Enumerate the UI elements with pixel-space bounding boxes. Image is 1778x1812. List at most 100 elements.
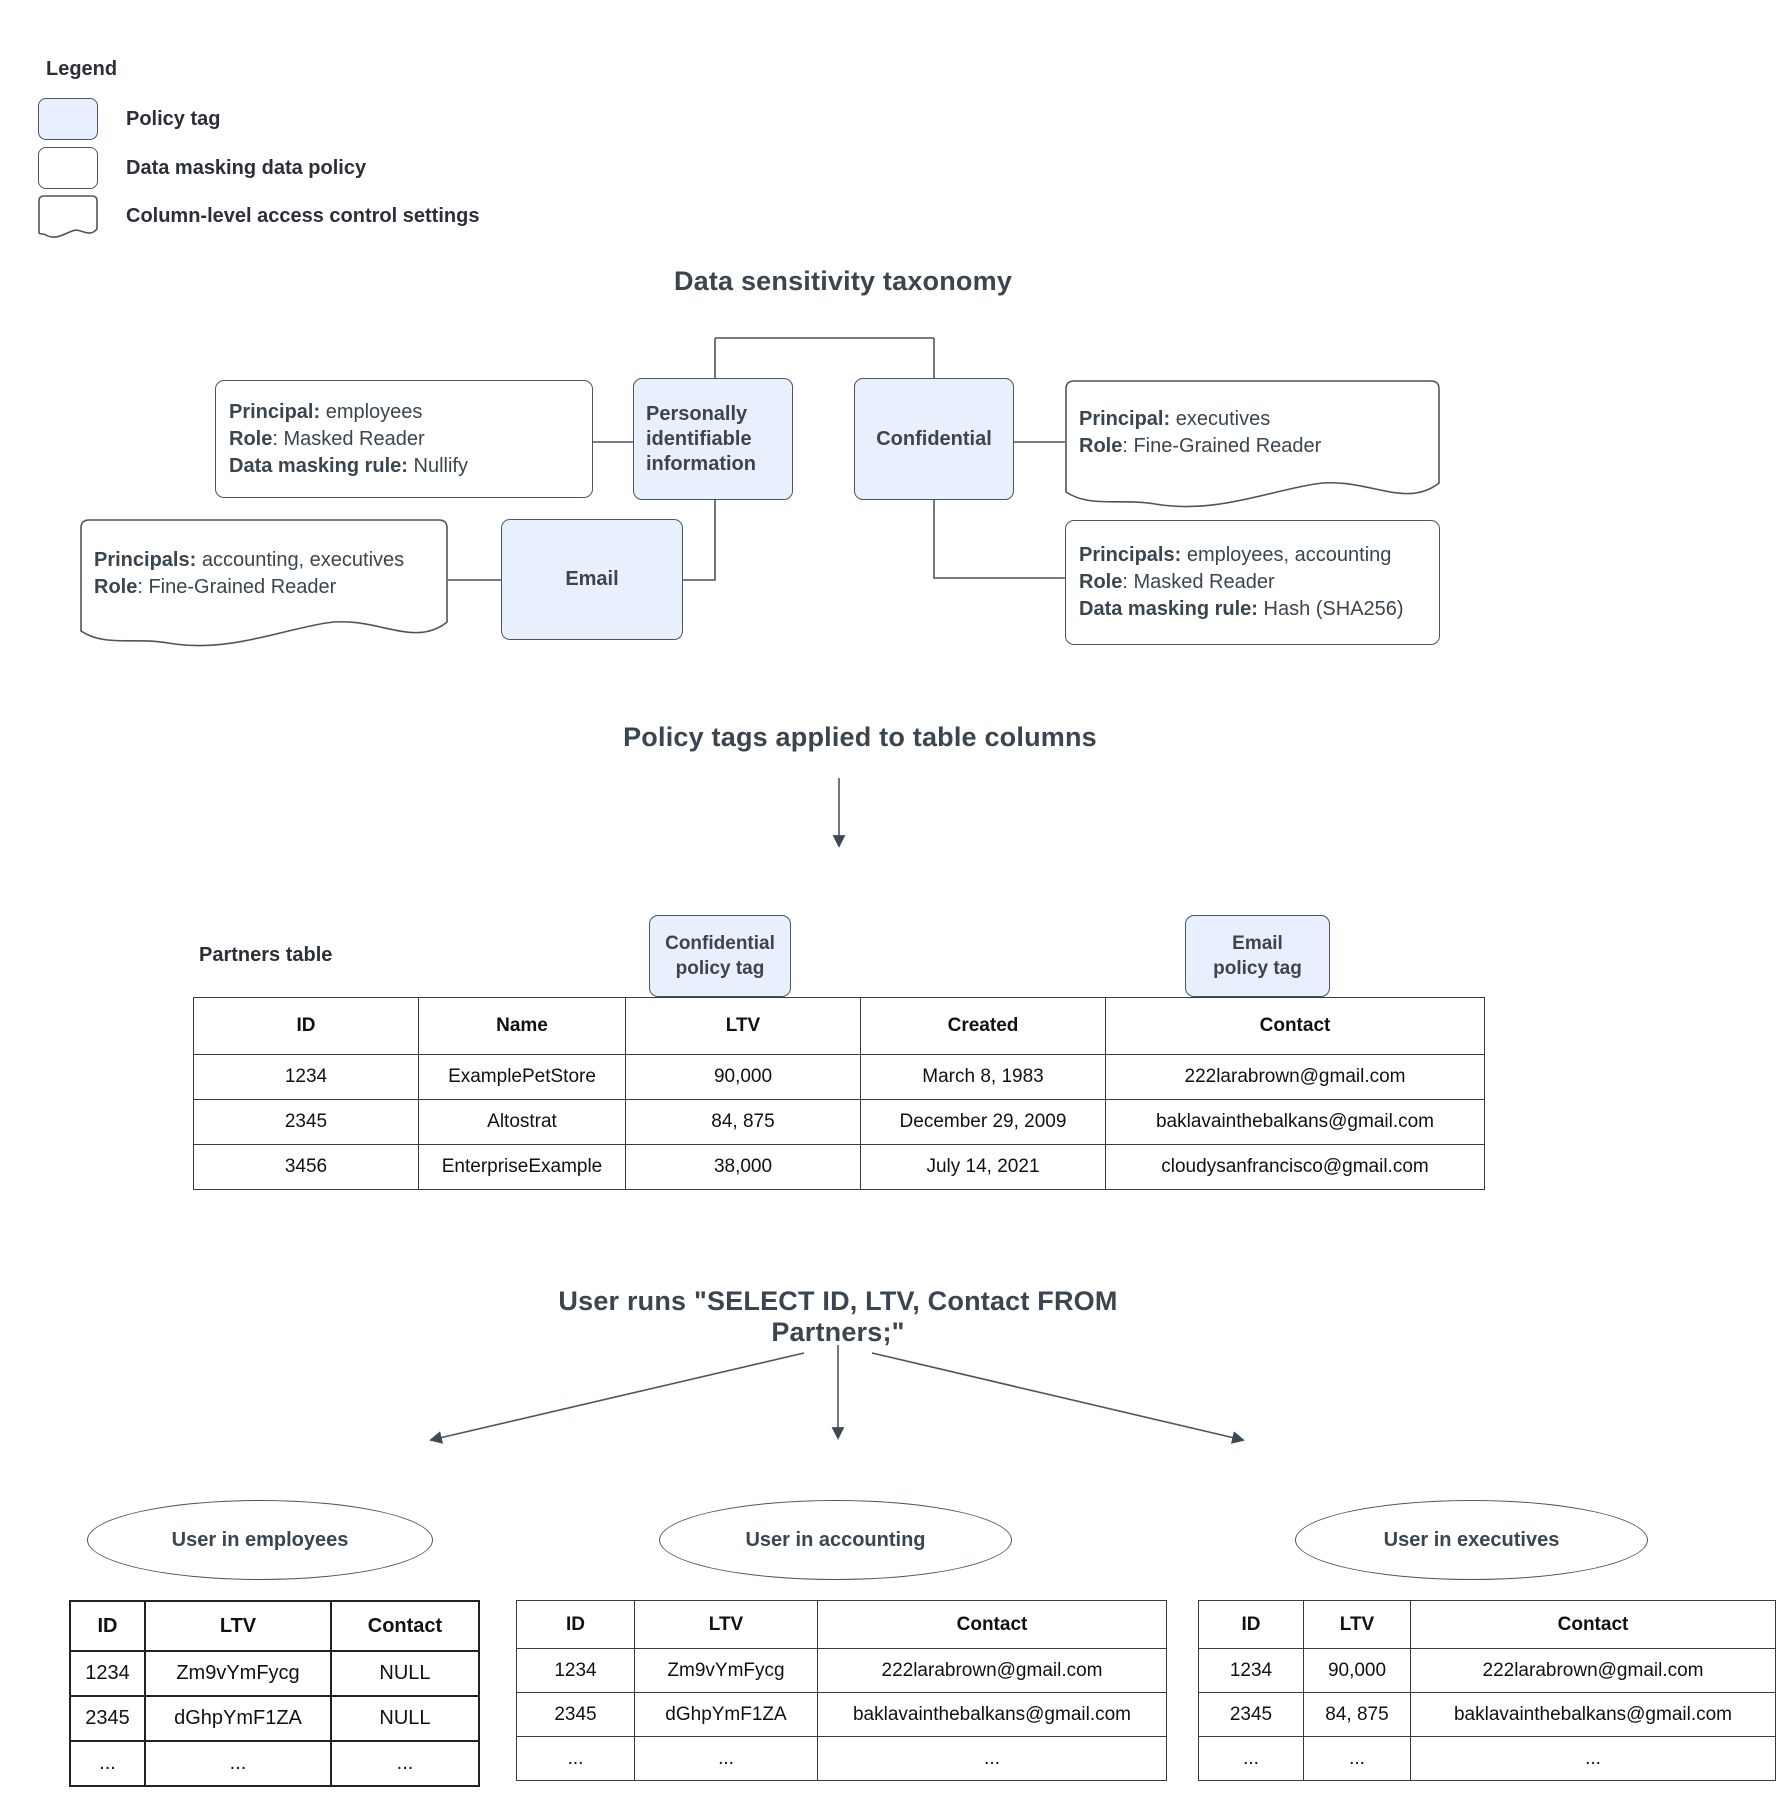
table-cell: 2345 <box>1198 1692 1304 1737</box>
tag-line: Email <box>1232 933 1283 954</box>
table-cell: ... <box>330 1740 480 1787</box>
text-line: Role: Masked Reader <box>229 427 425 450</box>
group-oval-accounting: User in accounting <box>659 1500 1012 1580</box>
text-line: Data masking rule: Nullify <box>229 454 468 477</box>
column-header: Name <box>418 997 626 1055</box>
text-line: Role: Fine-Grained Reader <box>1079 435 1322 457</box>
column-header: Contact <box>1410 1600 1776 1649</box>
column-header: LTV <box>1303 1600 1411 1649</box>
column-header: LTV <box>144 1600 332 1652</box>
text-line: Principal: employees <box>229 400 423 423</box>
policy-tag-pii: Personally identifiable information <box>633 378 793 500</box>
query-title: User runs "SELECT ID, LTV, Contact FROM … <box>558 1286 1118 1347</box>
group-oval-executives: User in executives <box>1295 1500 1648 1580</box>
policy-tags-section-title: Policy tags applied to table columns <box>623 722 1097 752</box>
legend-item-label: Column-level access control settings <box>126 204 480 227</box>
legend-item-acl: Column-level access control settings <box>38 192 479 240</box>
table-cell: December 29, 2009 <box>860 1099 1106 1145</box>
table-cell: dGhpYmF1ZA <box>634 1692 818 1737</box>
table-cell: March 8, 1983 <box>860 1054 1106 1100</box>
confidential-policy-tag-callout: Confidential policy tag <box>649 915 791 997</box>
table-cell: 222larabrown@gmail.com <box>1105 1054 1485 1100</box>
policy-tag-email: Email <box>501 519 683 640</box>
table-cell: 3456 <box>193 1144 419 1190</box>
table-cell: 2345 <box>69 1695 146 1742</box>
text-line: Role: Masked Reader <box>1079 571 1275 593</box>
column-header: ID <box>193 997 419 1055</box>
policy-tag-confidential: Confidential <box>854 378 1014 500</box>
table-cell: 222larabrown@gmail.com <box>817 1648 1167 1693</box>
confidential-to-hash-connector <box>933 500 1065 579</box>
tag-line: policy tag <box>1213 958 1302 979</box>
text-line: Principals: accounting, executives <box>94 549 405 571</box>
table-cell: 90,000 <box>1303 1648 1411 1693</box>
table-cell: 84, 875 <box>1303 1692 1411 1737</box>
table-cell: ... <box>1410 1736 1776 1781</box>
acl-swatch-icon <box>38 195 98 237</box>
table-cell: 2345 <box>516 1692 635 1737</box>
pii-to-email-connector <box>683 500 716 581</box>
table-row: ......... <box>1198 1736 1776 1781</box>
table-cell: EnterpriseExample <box>418 1144 626 1190</box>
data-policy-swatch-icon <box>38 147 98 189</box>
tag-line: policy tag <box>675 958 765 979</box>
column-header: Contact <box>1105 997 1485 1055</box>
table-cell: baklavainthebalkans@gmail.com <box>1410 1692 1776 1737</box>
table-cell: 90,000 <box>625 1054 861 1100</box>
table-cell: ExamplePetStore <box>418 1054 626 1100</box>
table-cell: Zm9vYmFycg <box>634 1648 818 1693</box>
legend-item-label: Data masking data policy <box>126 156 367 179</box>
text-line: Principal: executives <box>1079 408 1271 430</box>
column-header: ID <box>69 1600 146 1652</box>
table-cell: 222larabrown@gmail.com <box>1410 1648 1776 1693</box>
column-header: LTV <box>634 1600 818 1649</box>
group-oval-employees: User in employees <box>87 1500 433 1580</box>
table-cell: NULL <box>330 1695 480 1742</box>
policy-tag-swatch-icon <box>38 98 98 140</box>
table-cell: Altostrat <box>418 1099 626 1145</box>
table-row: ......... <box>69 1740 480 1787</box>
legend-title: Legend <box>46 58 118 80</box>
column-header: ID <box>516 1600 635 1649</box>
table-cell: ... <box>817 1736 1167 1781</box>
table-cell: 38,000 <box>625 1144 861 1190</box>
table-cell: July 14, 2021 <box>860 1144 1106 1190</box>
table-cell: ... <box>1303 1736 1411 1781</box>
table-cell: baklavainthebalkans@gmail.com <box>817 1692 1167 1737</box>
partners-table-label: Partners table <box>199 944 333 966</box>
table-cell: ... <box>69 1740 146 1787</box>
table-cell: NULL <box>330 1650 480 1697</box>
table-cell: dGhpYmF1ZA <box>144 1695 332 1742</box>
table-cell: baklavainthebalkans@gmail.com <box>1105 1099 1485 1145</box>
table-cell: 2345 <box>193 1099 419 1145</box>
table-cell: 1234 <box>1198 1648 1304 1693</box>
column-header: Created <box>860 997 1106 1055</box>
text-line: Principals: employees, accounting <box>1079 544 1392 566</box>
query-arrow-right <box>871 1352 1245 1444</box>
query-arrow-left <box>429 1352 805 1444</box>
table-cell: ... <box>144 1740 332 1787</box>
table-cell: ... <box>516 1736 635 1781</box>
table-cell: Zm9vYmFycg <box>144 1650 332 1697</box>
email-policy-tag-callout: Email policy tag <box>1185 915 1330 997</box>
